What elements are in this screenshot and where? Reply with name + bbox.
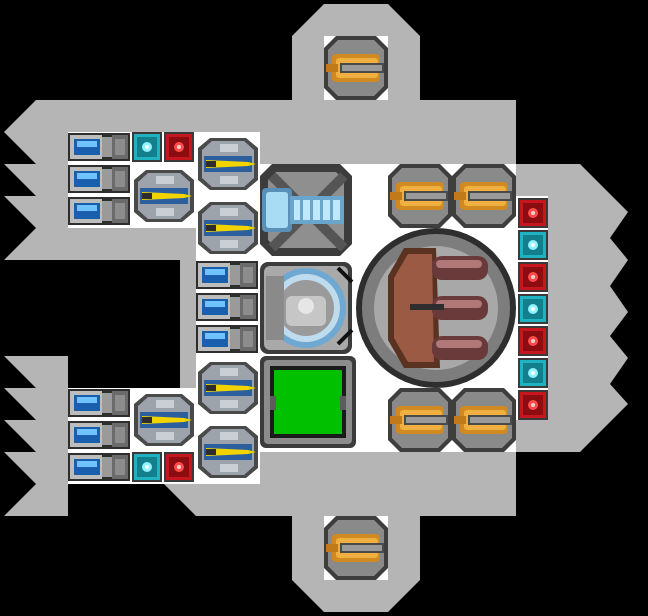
shield-cell-icon[interactable] bbox=[132, 132, 162, 162]
turret-icon[interactable] bbox=[324, 516, 388, 580]
shield-cell-icon[interactable] bbox=[518, 294, 548, 324]
laser-icon[interactable] bbox=[198, 202, 258, 254]
turret-icon[interactable] bbox=[452, 388, 516, 452]
armor-cell-icon[interactable] bbox=[518, 390, 548, 420]
ion-cannon-icon[interactable] bbox=[260, 164, 352, 256]
laser-icon[interactable] bbox=[134, 170, 194, 222]
shield-cell-icon[interactable] bbox=[518, 358, 548, 388]
armor-cell-icon[interactable] bbox=[164, 132, 194, 162]
laser-icon[interactable] bbox=[134, 394, 194, 446]
laser-icon[interactable] bbox=[198, 362, 258, 414]
thruster-icon[interactable] bbox=[196, 325, 258, 353]
armor-cell-icon[interactable] bbox=[164, 452, 194, 482]
thruster-icon[interactable] bbox=[196, 261, 258, 289]
turret-icon[interactable] bbox=[388, 388, 452, 452]
armor-cell-icon[interactable] bbox=[518, 262, 548, 292]
turret-icon[interactable] bbox=[324, 36, 388, 100]
thruster-icon[interactable] bbox=[68, 197, 130, 225]
thruster-icon[interactable] bbox=[68, 453, 130, 481]
thruster-icon[interactable] bbox=[196, 293, 258, 321]
command-core-icon[interactable] bbox=[260, 262, 354, 354]
shield-cell-icon[interactable] bbox=[132, 452, 162, 482]
heavy-cannon-icon[interactable] bbox=[356, 228, 516, 388]
thruster-icon[interactable] bbox=[68, 165, 130, 193]
thruster-icon[interactable] bbox=[68, 133, 130, 161]
thruster-icon[interactable] bbox=[68, 389, 130, 417]
armor-cell-icon[interactable] bbox=[518, 198, 548, 228]
turret-icon[interactable] bbox=[452, 164, 516, 228]
turret-icon[interactable] bbox=[388, 164, 452, 228]
armor-cell-icon[interactable] bbox=[518, 326, 548, 356]
thruster-icon[interactable] bbox=[68, 421, 130, 449]
laser-icon[interactable] bbox=[198, 426, 258, 478]
reactor-icon[interactable] bbox=[260, 356, 356, 448]
laser-icon[interactable] bbox=[198, 138, 258, 190]
shield-cell-icon[interactable] bbox=[518, 230, 548, 260]
